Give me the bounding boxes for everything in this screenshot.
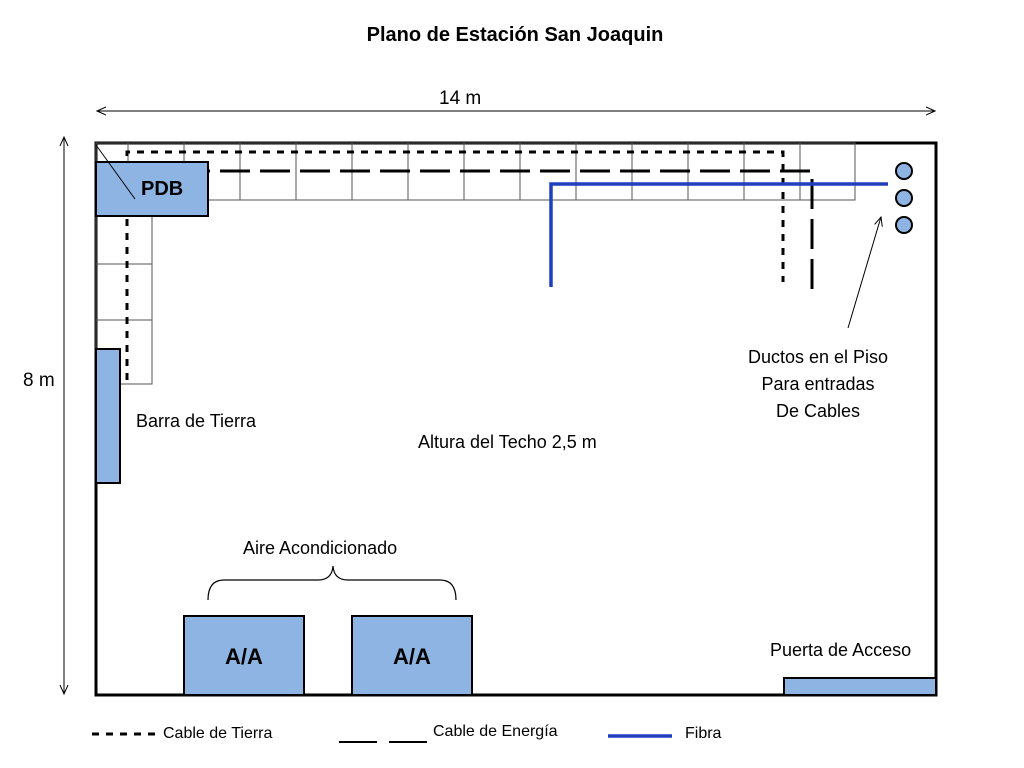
aa-unit-1-label: A/A (225, 644, 263, 669)
ductos-pointer-arrow (847, 217, 881, 329)
aa-unit-2-label: A/A (393, 644, 431, 669)
air-conditioning-label: Aire Acondicionado (243, 538, 398, 558)
floor-ducts-label-line-3: De Cables (775, 401, 861, 421)
pdb-diagonal (95, 144, 136, 200)
ceiling-height-label: Altura del Techo 2,5 m (418, 432, 597, 452)
energy-cable-route (180, 169, 814, 296)
aire-brace (207, 565, 457, 601)
width-dimension-label: 14 m (439, 88, 482, 109)
floor-duct-2 (895, 189, 913, 207)
legend-fibra-label: Fibra (685, 725, 722, 742)
ground-bar (95, 348, 121, 484)
access-door (783, 677, 937, 696)
floor-duct-3 (895, 216, 913, 234)
floor-ducts-label-line-2: Para entradas (761, 374, 875, 394)
floor-ducts-label: Ductos en el Piso Para entradas De Cable… (728, 344, 908, 425)
floor-duct-1 (895, 162, 913, 180)
pdb-label: PDB (141, 178, 184, 200)
fiber-cable-route (549, 182, 888, 287)
legend-tierra-label: Cable de Tierra (163, 725, 273, 742)
ground-cable-route (125, 150, 785, 380)
ground-bar-label: Barra de Tierra (136, 411, 257, 431)
access-door-label: Puerta de Acceso (770, 640, 912, 660)
legend-energia-label: Cable de Energía (433, 723, 558, 740)
floor-ducts-label-line-1: Ductos en el Piso (747, 347, 889, 367)
page-title: Plano de Estación San Joaquin (366, 24, 664, 46)
aa-unit-2 (351, 615, 473, 696)
height-dimension-label: 8 m (23, 370, 55, 391)
aa-unit-1 (183, 615, 305, 696)
